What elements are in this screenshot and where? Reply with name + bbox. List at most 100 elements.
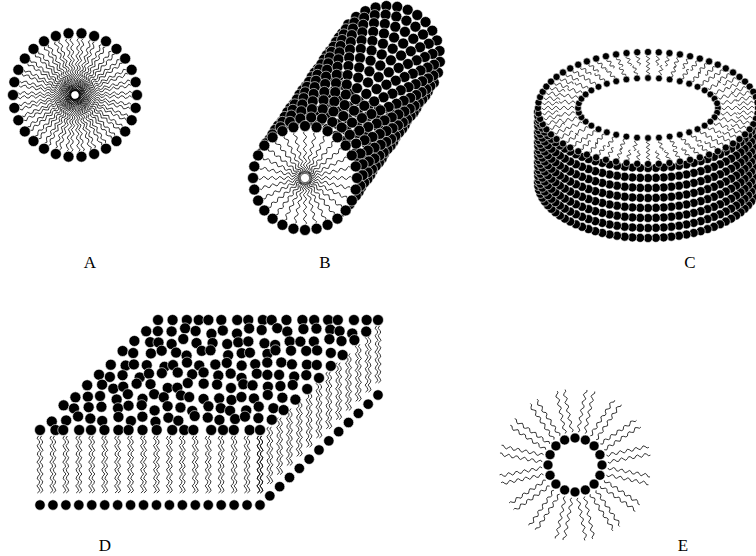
- lipid-head: [686, 129, 693, 136]
- lipid-tail: [263, 181, 302, 199]
- figure-letter: D: [99, 537, 111, 554]
- lipid-head: [239, 411, 250, 422]
- lipid-head: [580, 485, 590, 495]
- lipid-head: [676, 158, 683, 165]
- lipid-tail: [307, 141, 335, 174]
- lipid-tail: [308, 157, 347, 175]
- lipid-tail: [600, 486, 635, 511]
- lipid-head: [325, 347, 336, 358]
- lipid-head: [117, 345, 128, 356]
- lipid-tail: [636, 55, 640, 65]
- lipid-head: [97, 379, 108, 390]
- lipid-head: [736, 136, 743, 143]
- lipid-head: [167, 315, 178, 326]
- lipid-head: [259, 338, 270, 349]
- lipid-head: [111, 136, 122, 147]
- lipid-head: [567, 144, 574, 151]
- lipid-head: [686, 80, 693, 87]
- lipid-tail: [670, 139, 677, 149]
- lipid-tail: [76, 436, 79, 493]
- lipid-head: [560, 435, 570, 445]
- lipid-head: [233, 337, 244, 348]
- lipid-tail: [690, 61, 698, 70]
- lipid-head: [203, 315, 214, 326]
- lipid-head: [311, 223, 322, 234]
- lipid-tail: [169, 436, 172, 493]
- lipid-head: [300, 121, 311, 132]
- lipid-tail: [259, 167, 301, 178]
- lipid-tail: [115, 436, 118, 493]
- lipid-tail: [53, 436, 56, 493]
- lipid-tail: [691, 135, 701, 143]
- lipid-head: [8, 90, 19, 101]
- lipid-head: [265, 491, 275, 501]
- lipid-tail: [544, 97, 560, 101]
- lipid-head: [255, 500, 265, 510]
- lipid-tail: [681, 137, 689, 146]
- lipid-tail: [143, 436, 146, 493]
- lipid-head: [89, 148, 100, 159]
- lipid-tail: [633, 141, 637, 151]
- lipid-head: [50, 148, 61, 159]
- lipid-head: [58, 400, 69, 411]
- lipid-tail: [560, 79, 573, 85]
- lipid-tail: [736, 116, 752, 120]
- lipid-head: [351, 138, 362, 149]
- cylindrical-micelle: [248, 1, 446, 236]
- lipid-head: [249, 184, 260, 195]
- lipid-tail: [659, 66, 663, 76]
- lipid-head: [570, 433, 580, 443]
- lipid-head: [645, 75, 652, 82]
- lipid-head: [230, 414, 241, 425]
- lipid-head: [379, 18, 390, 29]
- lipid-head: [225, 382, 236, 393]
- lipid-head: [402, 4, 413, 15]
- lipid-head: [391, 11, 402, 22]
- lipid-head: [323, 315, 334, 326]
- lipid-head: [221, 357, 232, 368]
- lipid-tail: [708, 82, 721, 89]
- lipid-head: [589, 479, 599, 489]
- lipid-tail: [646, 151, 649, 161]
- lipid-head: [588, 122, 595, 129]
- lipid-tail: [596, 405, 621, 440]
- lipid-head: [212, 379, 223, 390]
- lipid-tail: [153, 436, 156, 493]
- lipid-head: [137, 425, 148, 436]
- cylinder-face: [253, 126, 357, 230]
- lipid-tail: [617, 149, 622, 159]
- lipid-tail: [257, 436, 260, 493]
- lipid-head: [63, 28, 74, 39]
- lipid-tail: [277, 418, 280, 475]
- lipid-head: [172, 367, 183, 378]
- lipid-head: [100, 500, 110, 510]
- lipid-tail: [555, 497, 565, 539]
- lipid-tail: [738, 111, 754, 114]
- lipid-tail: [268, 149, 301, 177]
- lipid-tail: [698, 64, 707, 73]
- lipid-head: [334, 326, 345, 337]
- lipid-head: [190, 325, 201, 336]
- lipid-head: [131, 378, 142, 389]
- lipid-tail: [280, 418, 283, 475]
- lipid-head: [377, 38, 388, 49]
- lipid-head: [39, 143, 50, 154]
- lipid-head: [656, 75, 663, 82]
- lipid-head: [180, 323, 191, 334]
- lipid-head: [63, 151, 74, 162]
- lipid-tail: [79, 94, 132, 98]
- lipid-tail: [182, 436, 185, 493]
- lipid-head: [645, 135, 652, 142]
- lipid-tail: [562, 94, 577, 98]
- lipid-tail: [156, 436, 159, 493]
- lipid-head: [277, 126, 288, 137]
- lipid-tail: [598, 61, 606, 70]
- lipid-tail: [66, 39, 76, 91]
- lipid-tail: [218, 436, 221, 493]
- lipid-tail: [260, 436, 263, 493]
- lipid-tail: [543, 102, 559, 105]
- lipid-head: [61, 500, 71, 510]
- lipid-head: [210, 359, 221, 370]
- lipid-tail: [682, 59, 688, 68]
- lipid-head: [300, 225, 311, 236]
